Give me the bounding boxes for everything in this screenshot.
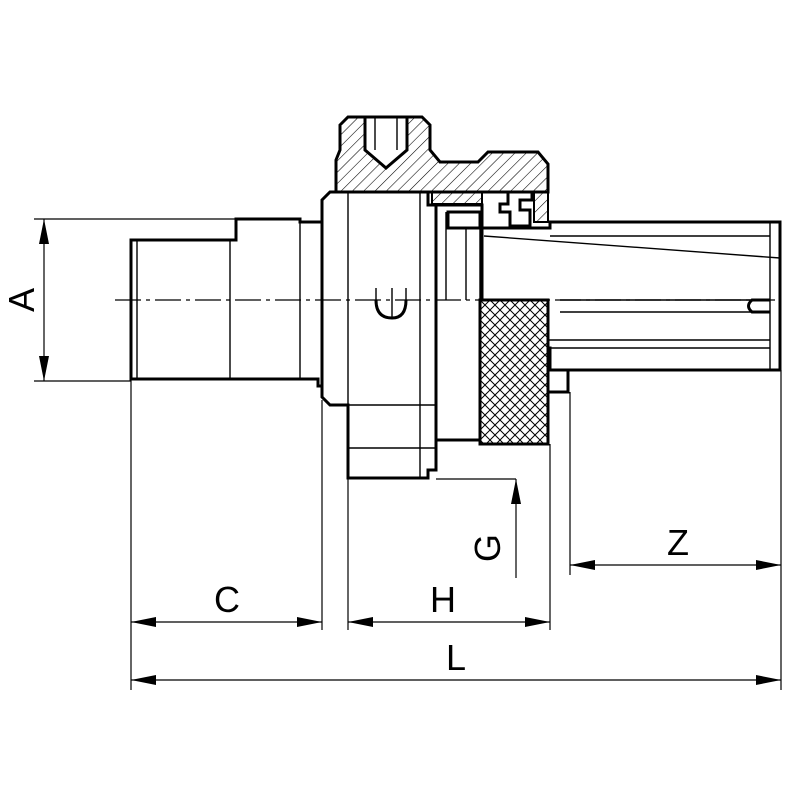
dimension-l xyxy=(131,675,781,685)
dimension-c xyxy=(131,617,322,627)
label-l: L xyxy=(446,637,466,678)
flange-body xyxy=(320,190,438,480)
extension-lines xyxy=(130,370,782,690)
top-cap-section xyxy=(334,115,550,228)
shank xyxy=(129,217,324,388)
label-a: A xyxy=(1,288,42,312)
label-c: C xyxy=(214,579,240,620)
dimension-z xyxy=(570,560,781,570)
label-z: Z xyxy=(667,522,689,563)
label-h: H xyxy=(430,579,456,620)
dimension-h xyxy=(348,617,550,627)
dimension-g xyxy=(511,479,521,578)
dimension-a xyxy=(34,218,236,382)
label-g: G xyxy=(467,534,508,562)
neck xyxy=(434,203,484,442)
